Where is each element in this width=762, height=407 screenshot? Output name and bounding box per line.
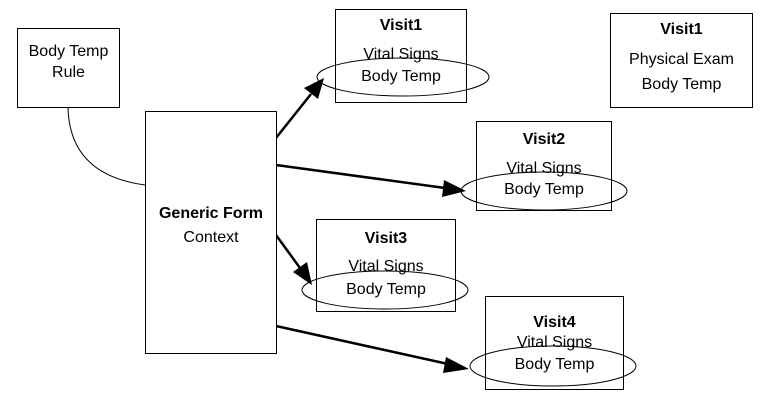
visit1-vitals-title: Visit1: [379, 17, 423, 34]
visit2-body-temp-ellipse: [460, 171, 628, 211]
visit2-title: Visit2: [522, 131, 566, 148]
visit4-title: Visit4: [533, 314, 576, 331]
visit3-box: Visit3 Vital Signs: [316, 219, 456, 312]
rule-label-line2: Rule: [52, 64, 85, 81]
arrowhead-visit2: [442, 180, 466, 197]
arrow-to-visit1: [275, 93, 312, 139]
visit1-vitals-box: Visit1 Vital Signs: [335, 9, 467, 103]
rule-label-line1: Body Temp: [28, 43, 109, 60]
visit1-exam-box: Visit1 Physical Exam Body Temp: [610, 13, 753, 108]
context-title: Generic Form: [158, 205, 264, 222]
arrow-to-visit3: [274, 234, 302, 269]
visit2-body-temp-label: Body Temp: [504, 181, 584, 198]
context-subtitle: Context: [183, 229, 239, 246]
visit3-section: Vital Signs: [348, 258, 424, 275]
context-box: Generic Form Context: [145, 111, 277, 354]
visit3-body-temp-ellipse: [301, 270, 469, 310]
arrow-to-visit4: [275, 324, 449, 366]
arrowhead-visit3: [293, 262, 312, 285]
rule-connector-curve: [67, 107, 146, 186]
visit1-exam-title: Visit1: [660, 21, 703, 38]
visit3-title: Visit3: [364, 230, 408, 247]
visit1-body-temp-ellipse: [316, 57, 490, 97]
arrow-to-visit2: [275, 163, 446, 190]
visit1-exam-item: Body Temp: [641, 76, 722, 93]
visit2-box: Visit2 Vital Signs: [476, 121, 612, 211]
rule-box: Body Temp Rule: [17, 28, 120, 108]
arrowhead-visit1: [304, 78, 324, 99]
visit1-body-temp-label: Body Temp: [361, 68, 441, 85]
visit3-body-temp-label: Body Temp: [346, 281, 426, 298]
arrowhead-visit4: [443, 357, 469, 373]
visit4-body-temp-label: Body Temp: [514, 356, 595, 373]
visit4-body-temp-ellipse: [469, 345, 637, 387]
visit1-exam-section: Physical Exam: [629, 51, 734, 68]
